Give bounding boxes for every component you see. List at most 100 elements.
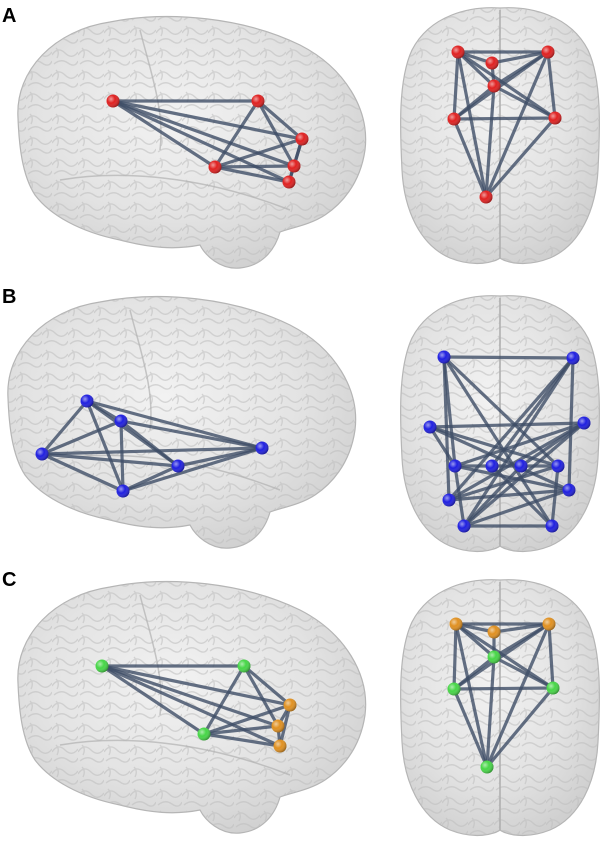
region-node-shading (80, 394, 94, 408)
connection-edge (485, 622, 551, 769)
connection-edge (453, 464, 571, 492)
region-node-shading (271, 719, 285, 733)
connection-edge (428, 425, 457, 468)
region-node-shading (283, 698, 297, 712)
region-node-shading (106, 94, 120, 108)
region-node-shading (287, 159, 301, 173)
connection-edge (428, 425, 571, 492)
connection-edge (85, 399, 264, 450)
region-node-shading (551, 459, 565, 473)
region-node-shading (562, 483, 576, 497)
region-node-shading (237, 659, 251, 673)
connection-edge (111, 99, 217, 169)
panel-label-b: B (2, 286, 16, 308)
connection-edge (484, 50, 550, 199)
network-b-sagittal (35, 394, 269, 498)
region-node-shading (95, 659, 109, 673)
network-a-sagittal (106, 94, 309, 189)
connection-edge (202, 664, 246, 736)
region-node-shading (449, 617, 463, 631)
connection-edge (456, 50, 488, 199)
connection-edge (447, 488, 571, 502)
connection-edge (111, 99, 291, 184)
panel-label-a: A (2, 5, 16, 27)
panel-c: C (2, 569, 601, 837)
panel-a: A (2, 5, 601, 269)
connection-edge (213, 99, 260, 169)
connection-edge (111, 99, 304, 141)
connection-edge (485, 686, 555, 769)
connection-edge (442, 355, 575, 360)
region-node-shading (479, 190, 493, 204)
region-node-shading (541, 45, 555, 59)
network-a-axial (447, 45, 562, 204)
region-node-shading (577, 416, 591, 430)
connection-edge (452, 655, 496, 691)
connection-edge (242, 664, 292, 707)
region-node-shading (447, 112, 461, 126)
region-node-shading (442, 493, 456, 507)
region-node-shading (273, 739, 287, 753)
connection-edge (452, 686, 555, 691)
region-node-shading (448, 459, 462, 473)
region-node-shading (114, 414, 128, 428)
region-node-shading (546, 681, 560, 695)
region-node-shading (251, 94, 265, 108)
region-node-shading (423, 420, 437, 434)
connection-edge (119, 419, 125, 493)
connection-edge (40, 452, 125, 493)
region-node-shading (208, 160, 222, 174)
connection-edge (278, 703, 292, 748)
network-c-sagittal (95, 659, 297, 753)
connection-edge (492, 655, 555, 690)
connection-edge (546, 50, 557, 120)
connection-edge (485, 655, 496, 769)
region-node-shading (542, 617, 556, 631)
region-node-shading (451, 45, 465, 59)
connection-edge (442, 355, 451, 502)
region-node-shading (566, 351, 580, 365)
connection-edge (121, 464, 180, 493)
connection-edge (213, 164, 296, 169)
connection-edge (452, 622, 458, 691)
connection-edge (490, 464, 554, 528)
connection-edge (453, 421, 586, 468)
connection-edge (428, 425, 560, 468)
connection-edge (492, 84, 557, 120)
region-node-shading (282, 175, 296, 189)
brain-sagittal-b (7, 295, 357, 549)
region-node-shading (514, 459, 528, 473)
region-node-shading (487, 650, 501, 664)
region-node-shading (171, 459, 185, 473)
region-node-shading (485, 56, 499, 70)
connection-edge (202, 703, 292, 736)
connection-edge (213, 137, 304, 169)
connection-edge (121, 446, 264, 493)
connection-edge (100, 664, 282, 748)
connection-edge (100, 664, 206, 736)
connection-edge (202, 732, 282, 748)
region-node-shading (485, 459, 499, 473)
region-node-shading (487, 625, 501, 639)
connection-edge (40, 446, 264, 456)
connection-edge (547, 622, 555, 690)
connection-edge (447, 356, 575, 502)
connection-edge (119, 419, 180, 468)
connection-edge (428, 421, 586, 429)
region-node-shading (255, 441, 269, 455)
connection-edge (490, 50, 550, 65)
network-b-axial (423, 350, 591, 533)
region-node-shading (295, 132, 309, 146)
region-node-shading (447, 682, 461, 696)
region-node-shading (480, 760, 494, 774)
region-node-shading (548, 111, 562, 125)
region-node-shading (457, 519, 471, 533)
connection-edge (462, 421, 586, 528)
connection-edge (256, 99, 296, 168)
connection-edge (202, 724, 280, 736)
connection-edge (100, 664, 280, 728)
connection-edge (452, 116, 557, 121)
region-node-shading (35, 447, 49, 461)
connection-edge (484, 84, 496, 199)
